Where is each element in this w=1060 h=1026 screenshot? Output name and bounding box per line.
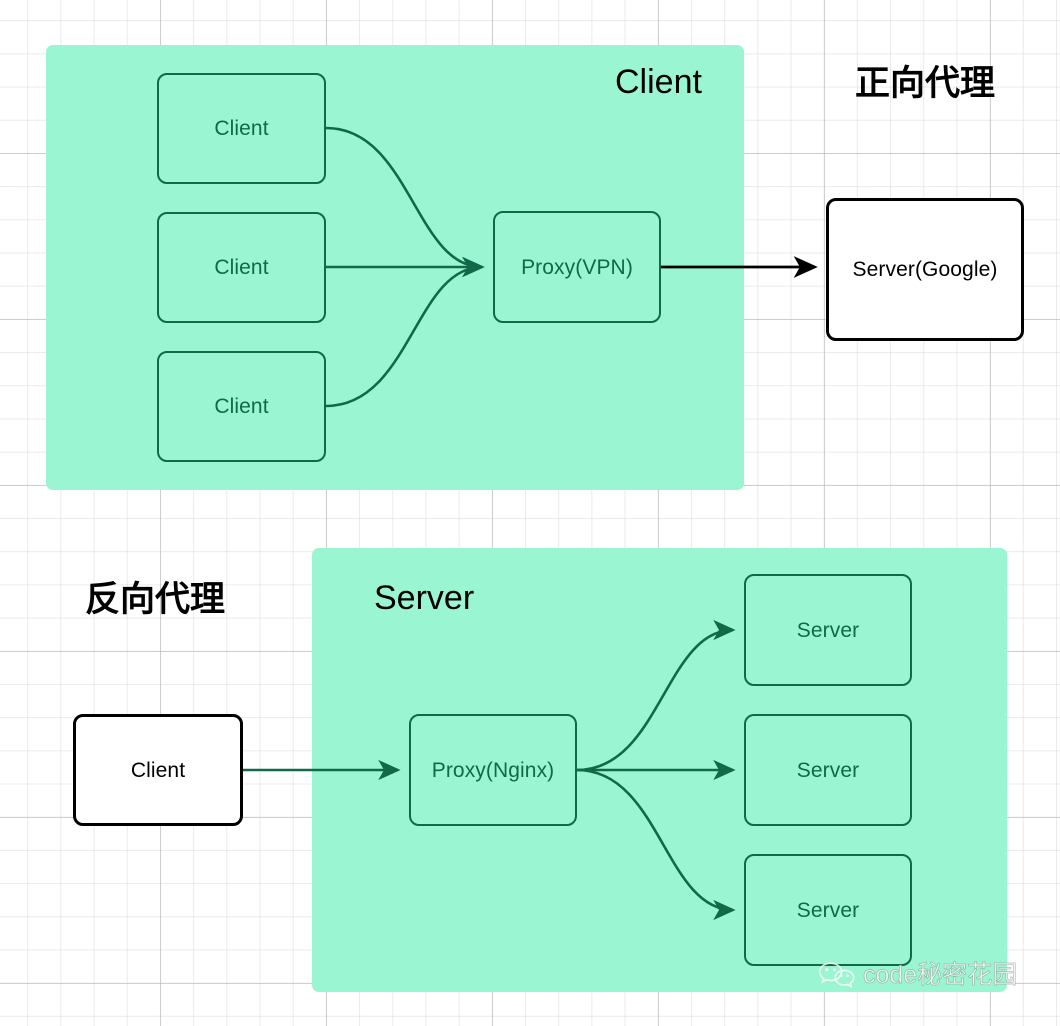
server-google-node[interactable]: Server(Google) xyxy=(826,198,1024,341)
server-node-1[interactable]: Server xyxy=(744,574,912,686)
reverse-client-node[interactable]: Client xyxy=(73,714,243,826)
client-node-2[interactable]: Client xyxy=(157,212,326,323)
reverse-proxy-heading: 反向代理 xyxy=(85,580,226,619)
watermark-text: code秘密花园 xyxy=(863,960,1018,989)
proxy-nginx-node[interactable]: Proxy(Nginx) xyxy=(409,714,577,826)
forward-proxy-heading: 正向代理 xyxy=(855,64,996,103)
server-node-2[interactable]: Server xyxy=(744,714,912,826)
proxy-vpn-node[interactable]: Proxy(VPN) xyxy=(493,211,661,323)
client-node-3[interactable]: Client xyxy=(157,351,326,462)
wechat-icon xyxy=(818,961,856,989)
server-panel-title: Server xyxy=(374,579,475,617)
server-node-3[interactable]: Server xyxy=(744,854,912,966)
client-node-1[interactable]: Client xyxy=(157,73,326,184)
client-panel-title: Client xyxy=(615,63,702,101)
watermark: code秘密花园 xyxy=(818,960,1018,989)
